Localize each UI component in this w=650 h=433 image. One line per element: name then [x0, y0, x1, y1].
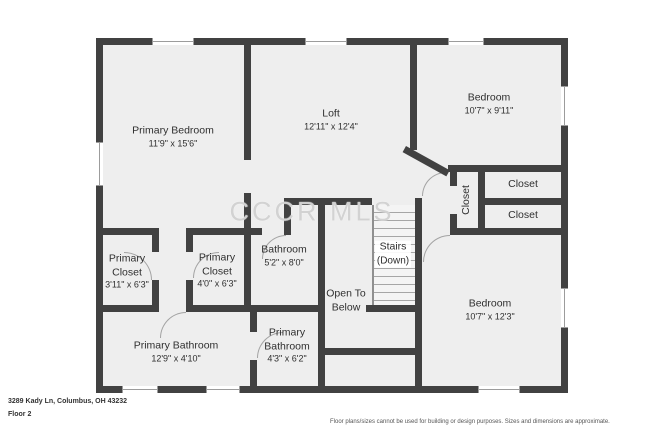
- wall: [318, 198, 325, 386]
- wall: [250, 312, 257, 332]
- wall: [485, 198, 561, 205]
- room-label-closet-rotated: Closet: [460, 185, 473, 215]
- wall: [186, 228, 262, 235]
- wall: [244, 193, 251, 312]
- room-label-bedroom-top: Bedroom 10'7" x 9'11": [464, 91, 514, 115]
- wall: [284, 198, 291, 235]
- footer-floor-label: Floor 2: [8, 411, 32, 418]
- wall: [103, 228, 159, 235]
- wall: [186, 235, 193, 252]
- footer-address: 3289 Kady Ln, Columbus, OH 43232: [8, 398, 128, 405]
- room-label-primary-closet-mid: Primary Closet 4'0" x 6'3": [197, 251, 237, 289]
- wall: [415, 198, 422, 386]
- wall: [186, 280, 193, 312]
- room-label-primary-closet-left: Primary Closet 3'11" x 6'3": [105, 252, 149, 290]
- room-label-closet-right-bottom: Closet: [508, 209, 538, 222]
- wall: [450, 228, 561, 235]
- wall: [450, 214, 457, 228]
- window: [206, 386, 240, 393]
- room-label-stairs: Stairs (Down): [374, 240, 412, 268]
- wall: [318, 198, 372, 205]
- room-label-bathroom: Bathroom 5'2" x 8'0": [261, 243, 307, 267]
- room-label-loft: Loft 12'11" x 12'4": [304, 107, 358, 131]
- window: [448, 38, 484, 45]
- watermark: CCCR MLS: [229, 196, 395, 227]
- wall: [478, 172, 485, 228]
- wall: [250, 360, 257, 386]
- window: [561, 86, 568, 126]
- room-label-bedroom-bottom: Bedroom 10'7" x 12'3": [465, 297, 515, 321]
- wall: [284, 198, 325, 205]
- window: [305, 38, 347, 45]
- wall: [103, 305, 159, 312]
- window: [96, 142, 103, 186]
- window: [561, 288, 568, 328]
- wall: [450, 172, 457, 186]
- wall: [152, 235, 159, 252]
- wall: [448, 165, 561, 172]
- room-label-primary-bathroom-small: Primary Bathroom 4'3" x 6'2": [264, 326, 310, 364]
- footer-disclaimer: Floor plans/sizes cannot be used for bui…: [330, 419, 610, 425]
- wall: [244, 45, 251, 160]
- wall: [366, 305, 422, 312]
- room-label-open-to-below: Open To Below: [326, 287, 366, 313]
- window: [152, 38, 194, 45]
- window: [122, 386, 158, 393]
- wall: [152, 280, 159, 312]
- room-label-primary-bedroom: Primary Bedroom 11'9" x 15'6": [132, 124, 214, 148]
- room-label-primary-bathroom: Primary Bathroom 12'9" x 4'10": [133, 339, 219, 363]
- wall: [325, 348, 415, 355]
- wall: [186, 305, 325, 312]
- wall: [410, 45, 417, 150]
- window: [478, 386, 520, 393]
- room-label-closet-right-top: Closet: [508, 178, 538, 191]
